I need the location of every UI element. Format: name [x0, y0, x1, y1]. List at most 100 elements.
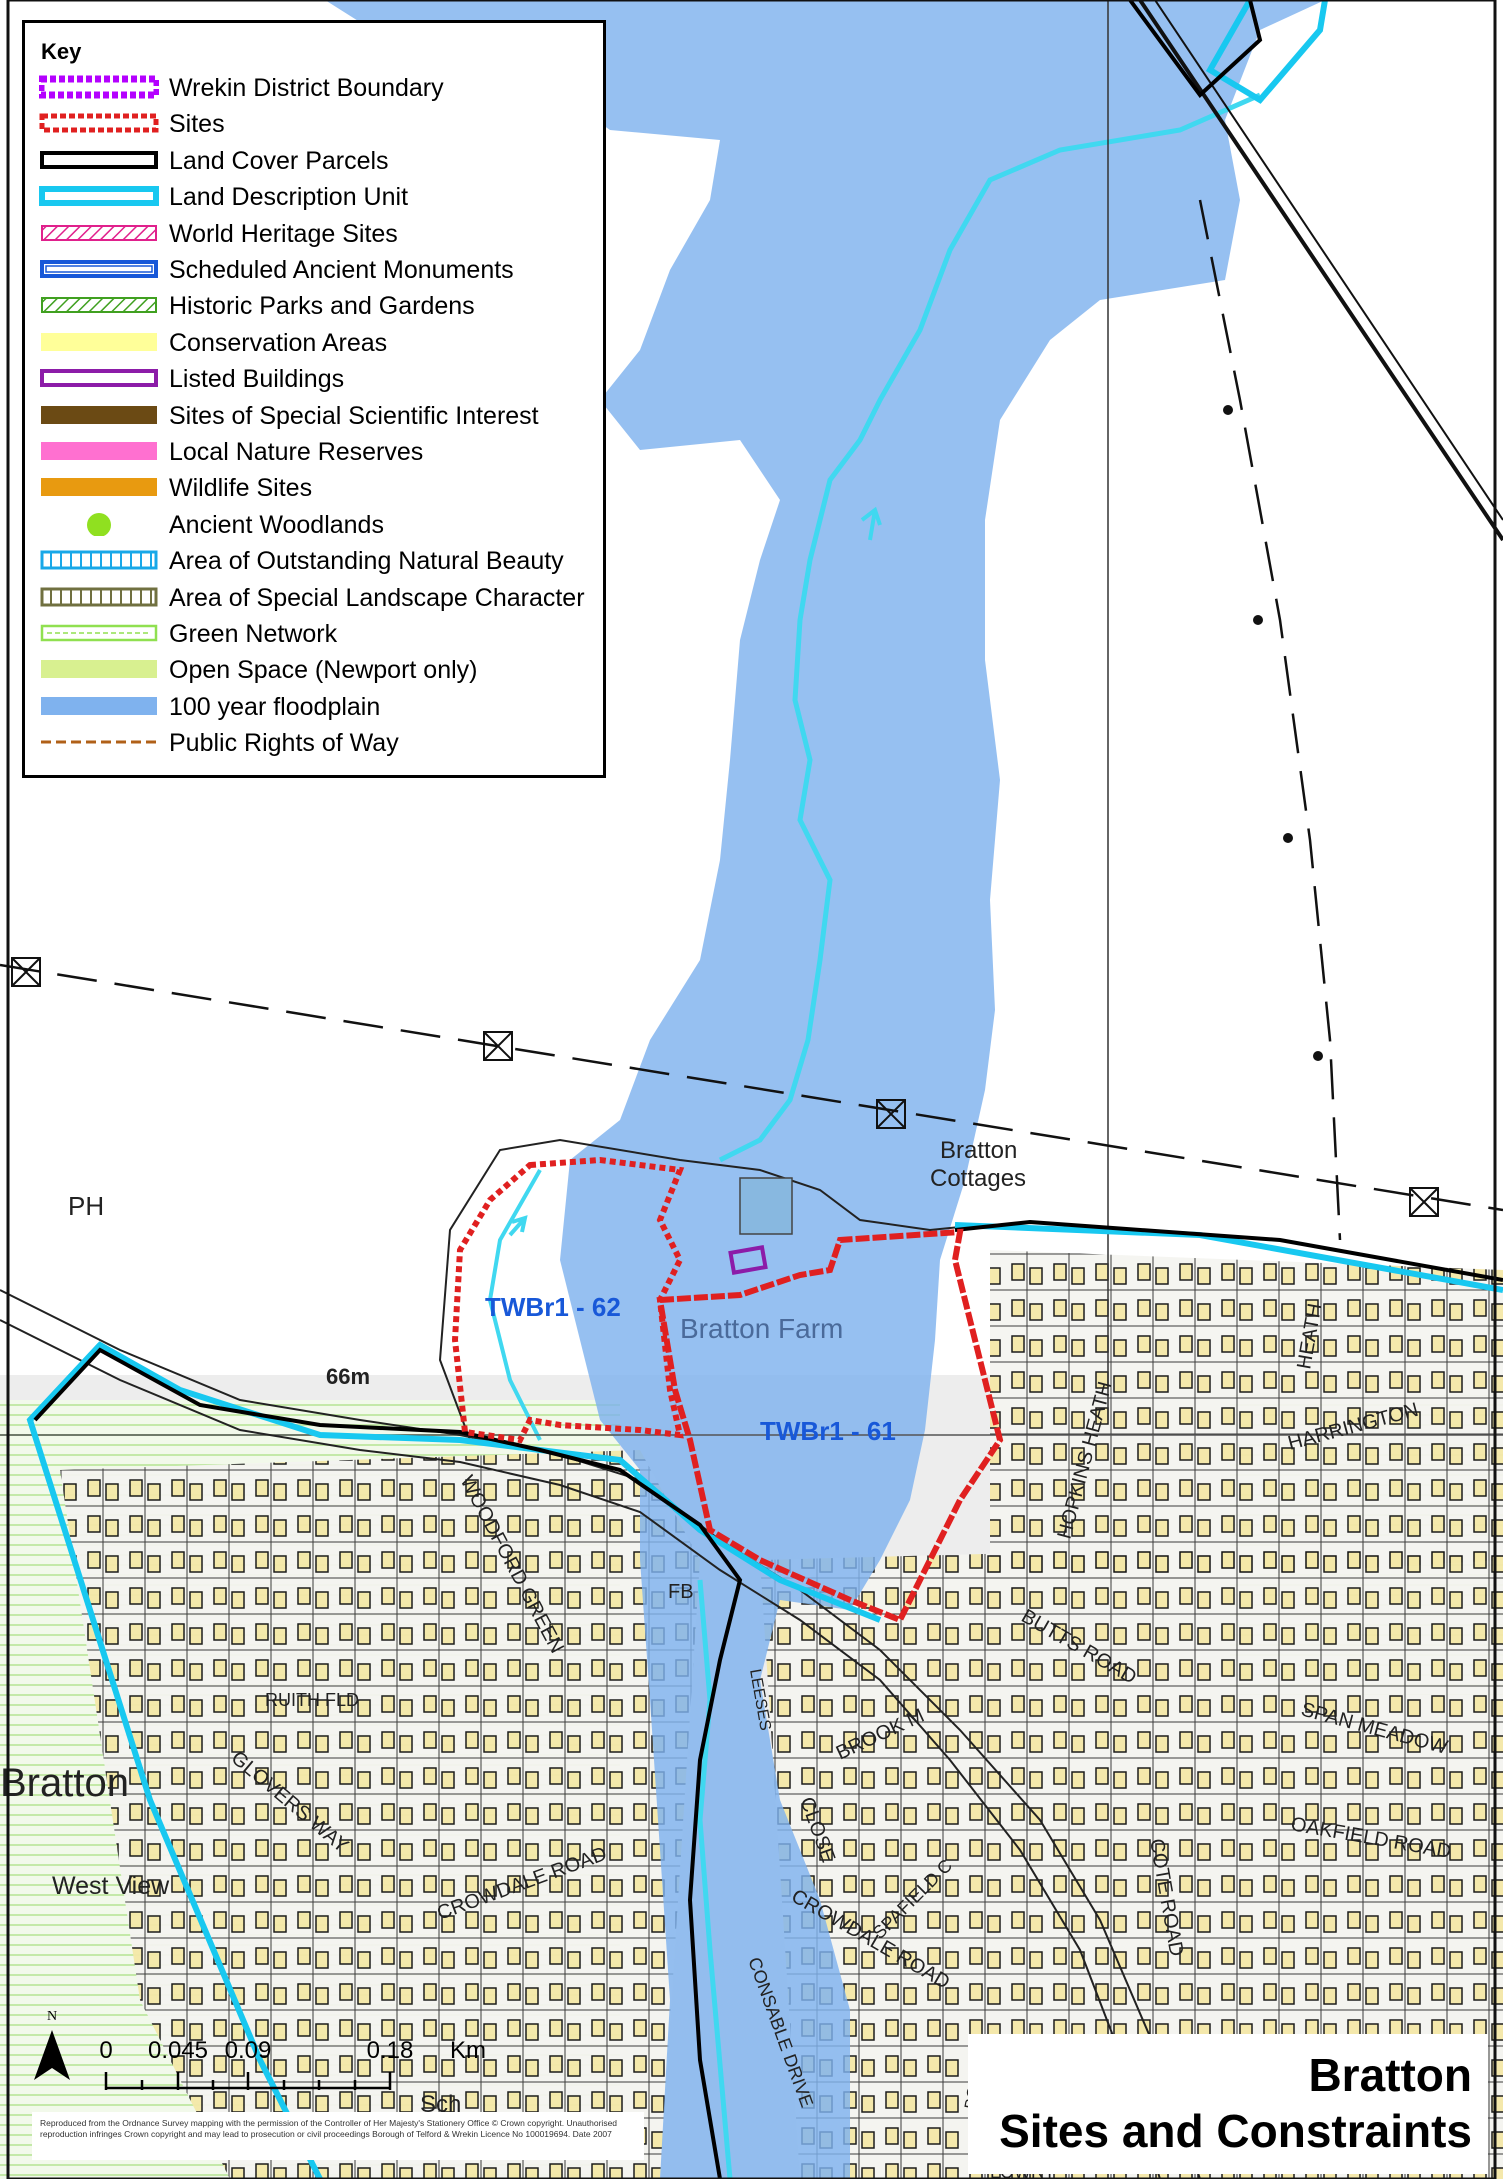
legend-item: Conservation Areas — [39, 328, 599, 358]
track-dots — [1223, 405, 1323, 1061]
legend-swatch-icon — [87, 512, 111, 536]
legend-swatch-icon — [40, 369, 158, 388]
scale-tick-1: 0.045 — [148, 2037, 208, 2064]
label-site-62: TWBr1 - 62 — [485, 1292, 621, 1322]
stream — [718, 92, 1262, 1163]
legend-item: Ancient Woodlands — [39, 510, 599, 540]
stream-west — [487, 1169, 542, 1441]
housing-estate-east — [760, 1540, 1503, 2179]
land-description-unit-boundary — [27, 1341, 882, 1623]
legend-label: Scheduled Ancient Monuments — [169, 256, 514, 284]
stream-south — [697, 1579, 733, 2179]
label-fb: FB — [668, 1581, 694, 1603]
label-bratton-farm: Bratton Farm — [680, 1313, 843, 1344]
legend-item: 100 year floodplain — [39, 692, 599, 722]
legend-item: Wildlife Sites — [39, 473, 599, 503]
label-height: 66m — [326, 1364, 370, 1389]
legend-item: World Heritage Sites — [39, 219, 599, 249]
legend-label: Sites — [169, 110, 225, 139]
map-frame — [6, 0, 1497, 2179]
label-ph: PH — [68, 1191, 104, 1221]
listed-building — [728, 1245, 768, 1275]
scale-ruler — [104, 2072, 392, 2090]
legend-title: Key — [41, 39, 82, 64]
legend-item: Listed Buildings — [39, 364, 599, 394]
legend-item: Open Space (Newport only) — [39, 655, 599, 685]
road-north-loop — [438, 1138, 981, 1441]
scale-bar: N 0 0.045 0.09 0.18 Km — [34, 2009, 486, 2090]
label-west-view: West View — [52, 1872, 170, 1900]
scale-tick-0: 0 — [99, 2037, 112, 2064]
legend-label: Land Cover Parcels — [169, 146, 389, 175]
farm-building — [739, 1177, 793, 1235]
legend-swatch-icon — [40, 587, 158, 607]
legend-label: Area of Outstanding Natural Beauty — [169, 547, 564, 576]
track-dashed — [1198, 199, 1342, 1241]
railway — [1138, 0, 1503, 542]
legend-label: World Heritage Sites — [169, 219, 398, 248]
land-cover-parcel-boundary — [33, 1347, 743, 2179]
legend-item: Green Network — [39, 619, 599, 649]
railway-edge — [1154, 0, 1503, 521]
scale-unit: Km — [450, 2037, 486, 2064]
legend-swatch-icon — [41, 696, 157, 715]
land-cover-parcel-northeast — [954, 1219, 1503, 1282]
land-description-unit-north — [1205, 0, 1328, 104]
label-site-61: TWBr1 - 61 — [760, 1416, 896, 1446]
legend-swatch-icon — [41, 224, 157, 241]
legend-label: Area of Special Landscape Character — [169, 583, 585, 612]
legend-item: Local Nature Reserves — [39, 437, 599, 467]
legend-item: Land Description Unit — [39, 182, 599, 212]
legend-label: Land Description Unit — [169, 183, 409, 212]
legend-item: Area of Special Landscape Character — [39, 583, 599, 613]
map-title: Bratton — [1308, 2049, 1472, 2101]
legend-item: Scheduled Ancient Monuments — [39, 255, 599, 285]
label-bratton: Bratton — [0, 1761, 129, 1805]
legend-label: Wildlife Sites — [169, 474, 313, 503]
flow-arrows — [508, 506, 882, 1237]
legend-item: Historic Parks and Gardens — [39, 291, 599, 321]
legend-label: Open Space (Newport only) — [169, 656, 478, 685]
legend-swatch-icon — [40, 150, 158, 169]
legend-swatch-icon — [41, 478, 157, 497]
legend-swatch-icon — [41, 740, 157, 744]
legend-label: Public Rights of Way — [169, 729, 399, 758]
legend-item: Sites — [39, 109, 599, 139]
floodplain-area — [325, 0, 1325, 2179]
legend-label: Wrekin District Boundary — [169, 74, 444, 102]
legend-swatch-icon — [41, 332, 157, 351]
legend-label: Conservation Areas — [169, 328, 388, 357]
north-label: N — [47, 2009, 57, 2024]
legend-swatch-icon — [41, 405, 157, 424]
land-cover-parcel-north — [1128, 0, 1263, 98]
legend-label: Historic Parks and Gardens — [169, 292, 475, 321]
label-ruith-fld: RUITH FLD — [265, 1690, 359, 1710]
legend-label: Green Network — [169, 620, 338, 648]
site-twbr1-62-boundary — [451, 1156, 685, 1444]
housing-estate-northeast — [990, 1250, 1503, 1590]
legend-label: Sites of Special Scientific Interest — [169, 401, 539, 430]
legend-item: Public Rights of Way — [39, 728, 599, 758]
copyright-notice: Reproduced from the Ordnance Survey mapp… — [32, 2112, 644, 2160]
label-bratton-cottages-2: Cottages — [930, 1165, 1026, 1192]
housing-estate-west — [60, 1450, 700, 2179]
legend-swatch-icon — [39, 75, 159, 99]
legend-item: Wrekin District Boundary — [39, 73, 599, 103]
legend-swatch-icon — [41, 297, 157, 314]
legend-item: Sites of Special Scientific Interest — [39, 401, 599, 431]
legend-label: Ancient Woodlands — [169, 510, 384, 539]
power-line — [0, 963, 1503, 1212]
legend-swatch-icon — [39, 113, 159, 133]
legend-label: Listed Buildings — [169, 365, 345, 394]
legend-label: 100 year floodplain — [169, 692, 381, 721]
legend-swatch-icon — [39, 186, 159, 207]
legend-swatch-icon — [41, 660, 157, 679]
north-arrow-icon — [34, 2030, 70, 2080]
road-main-edge — [0, 1319, 1161, 2179]
scale-tick-2: 0.09 — [225, 2037, 272, 2064]
map-subtitle: Sites and Constraints — [999, 2105, 1472, 2157]
pylon-markers — [11, 957, 1439, 1217]
map-title-box: Bratton Sites and Constraints — [968, 2034, 1488, 2174]
